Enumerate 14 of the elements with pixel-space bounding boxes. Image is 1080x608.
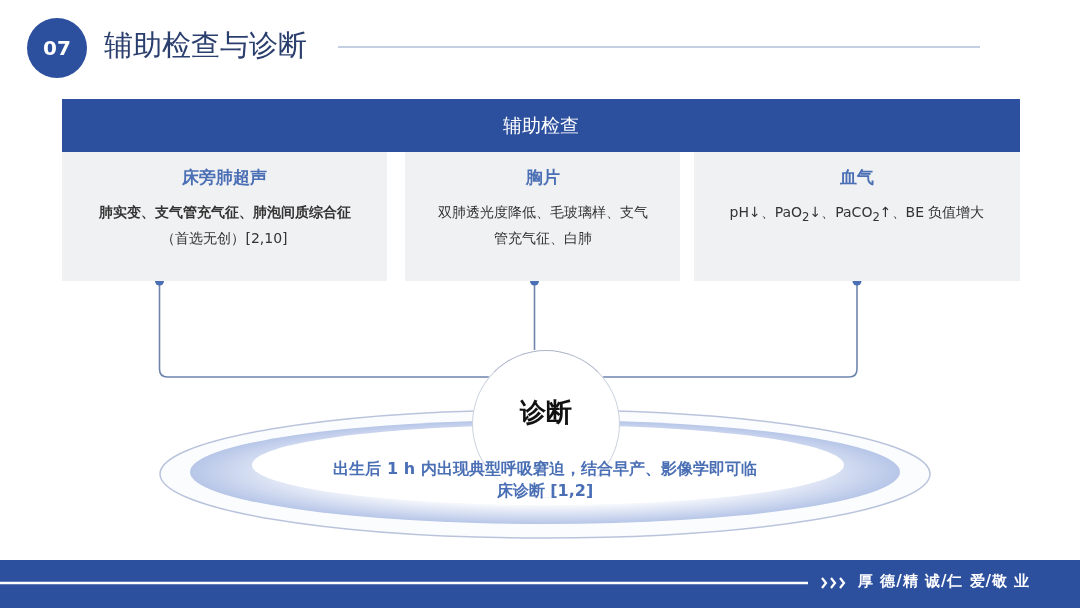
title: 辅助检查与诊断 — [104, 27, 307, 64]
card-text: 肺实变、支气管充气征、肺泡间质综合征（首选无创）[2,10] — [97, 203, 352, 248]
circle-label: 诊断 — [520, 396, 572, 429]
header-band: 辅助检查 — [62, 99, 1020, 152]
card-heading: 血气 — [839, 166, 875, 189]
card-text: 双肺透光度降低、毛玻璃样、支气管充气征、白肺 — [436, 203, 649, 248]
card-text: pH↓、PaO$_{2}$↓、PaCO$_{2}$↑、BE 负值增大 — [728, 203, 986, 226]
card-heading: 胸片 — [524, 166, 561, 189]
info-card — [405, 152, 680, 281]
info-card — [62, 152, 387, 281]
number-badge: 07 — [27, 18, 87, 78]
motto-text: 厚 德/精 诚/仁 爱/敬 业 — [858, 572, 1031, 591]
info-card — [694, 152, 1020, 281]
card-heading: 床旁肺超声 — [181, 166, 268, 189]
